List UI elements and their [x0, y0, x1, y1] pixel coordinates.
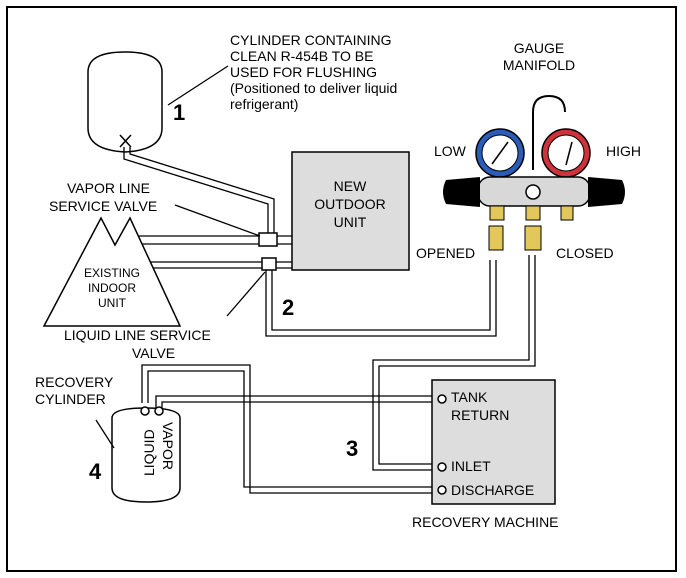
hose-cylinder-outer: [123, 147, 269, 236]
outdoor-unit-label-3: UNIT: [333, 214, 367, 230]
port-discharge: [437, 485, 447, 495]
port-tank-return: [437, 394, 447, 404]
diagram-frame: [6, 6, 677, 572]
hose-cylinder-inner: [129, 147, 275, 236]
gauge-high-label: HIGH: [606, 143, 641, 159]
manifold-hook: [532, 94, 566, 170]
indoor-unit-label-3: UNIT: [98, 296, 126, 310]
recovery-cylinder-label-2: CYLINDER: [35, 391, 106, 407]
left-valve-knob: [443, 177, 480, 207]
cylinder-vapor-label: VAPOR: [160, 422, 176, 470]
gauge-manifold-label-1: GAUGE: [513, 40, 565, 56]
callout-3: 3: [346, 436, 359, 461]
hose-gauge-inlet-outer: [378, 255, 536, 465]
hose-vapor-discharge-inner: [141, 364, 440, 494]
liquid-valve-leader: [226, 271, 266, 317]
tank-return-label-1: TANK: [451, 389, 488, 405]
hose-liquid-tankreturn-outer: [155, 395, 440, 408]
liquid-service-valve: [261, 257, 277, 271]
hose-vapor-discharge-outer: [147, 370, 440, 488]
flushing-cylinder: [87, 51, 163, 153]
cylinder-liquid-label: LIQUID: [141, 429, 157, 476]
outdoor-unit-label-1: NEW: [333, 178, 367, 194]
callout-4: 4: [89, 459, 102, 484]
recovery-machine-box: [431, 379, 556, 505]
gauge-manifold-label-2: MANIFOLD: [502, 57, 576, 73]
indoor-unit-shape: [42, 216, 182, 327]
tank-return-label-2: RETURN: [451, 407, 510, 423]
cylinder-note-4: (Positioned to deliver liquid: [230, 80, 398, 96]
recovery-machine-label: RECOVERY MACHINE: [412, 514, 559, 530]
liquid-valve-label-1: LIQUID LINE SERVICE: [64, 327, 211, 343]
recovery-cylinder-label-1: RECOVERY: [35, 374, 114, 390]
vapor-valve-label-2: SERVICE VALVE: [49, 198, 158, 214]
center-coupler: [524, 225, 542, 251]
gauge-low-label: LOW: [434, 143, 466, 159]
opened-label: OPENED: [416, 245, 476, 261]
hose-liquid-gauge-outer: [265, 260, 497, 337]
discharge-label: DISCHARGE: [451, 482, 535, 498]
recovery-cylinder: [111, 407, 181, 503]
cylinder-note-2: CLEAN R-454B TO BE: [230, 48, 374, 64]
hose-gauge-inlet-inner: [372, 255, 530, 471]
recovery-cylinder-leader: [95, 419, 115, 449]
cylinder-note-5: refrigerant): [230, 96, 299, 112]
hose-liquid-tankreturn-inner: [161, 401, 440, 408]
port-inlet: [437, 462, 447, 472]
vapor-service-valve: [258, 232, 278, 247]
indoor-unit-label-2: INDOOR: [88, 281, 136, 295]
callout-1: 1: [173, 100, 186, 125]
vapor-valve-label-1: VAPOR LINE: [67, 180, 150, 196]
cylinder-valve: [119, 134, 132, 148]
outdoor-unit-label-2: OUTDOOR: [314, 196, 386, 212]
low-side-coupler: [488, 225, 504, 251]
cylinder-note-3: USED FOR FLUSHING: [230, 64, 378, 80]
vapor-valve-leader: [174, 204, 261, 237]
inlet-label: INLET: [451, 458, 491, 474]
cylinder-note-1: CYLINDER CONTAINING: [230, 32, 392, 48]
callout-2: 2: [282, 295, 295, 320]
closed-label: CLOSED: [556, 245, 614, 261]
outdoor-unit-box: [291, 151, 410, 271]
indoor-unit-label-1: EXISTING: [83, 266, 140, 280]
hose-liquid-gauge-inner: [271, 260, 491, 331]
cylinder-arrow: [167, 65, 229, 106]
liquid-valve-label-2: VALVE: [132, 345, 176, 361]
right-valve-knob: [588, 177, 625, 207]
